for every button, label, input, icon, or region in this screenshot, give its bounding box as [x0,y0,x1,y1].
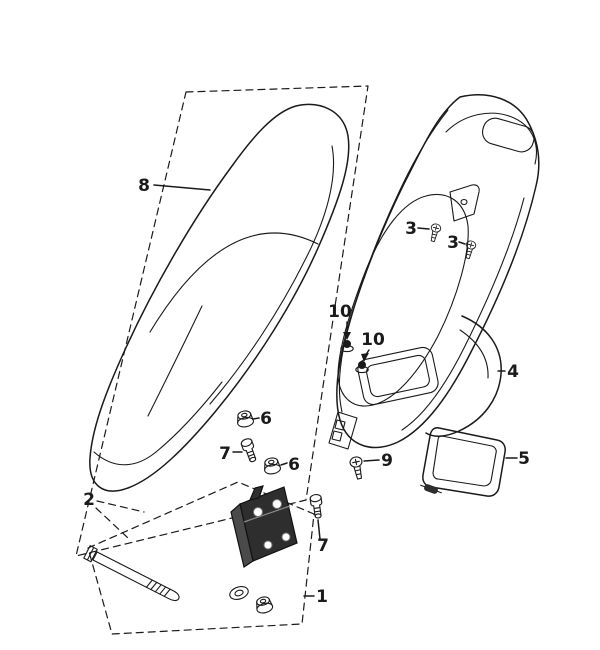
leader-7b [317,519,321,540]
callout-3b: 3 [447,233,459,253]
callout-7b: 7 [317,536,329,556]
bucket-inner-rim-right [401,197,525,431]
callout-6a: 6 [260,409,272,429]
arrow-10a-head [343,332,351,340]
seat [89,103,350,492]
bucket-hinge-tab [328,411,358,450]
seat-outline [89,103,350,492]
rear-cowl-inner-line [459,329,489,379]
callout-labels: 8 3 3 10 10 4 6 7 6 9 5 2 7 1 [83,176,530,607]
bolt-7a [239,436,260,464]
seat-seam-line [149,232,319,333]
leader-6b [280,462,288,466]
fasteners [235,222,478,520]
bucket-inner-rim-left [338,109,449,413]
callout-8: 8 [138,176,150,196]
latch-hole [460,198,468,206]
leader-6a [252,417,260,420]
screw-3a [427,222,443,243]
screw-9 [348,455,366,481]
leader-2b [95,507,129,539]
bolt-7b [309,493,325,520]
seat-center-crease [147,305,203,417]
hinge-tab-hole-2 [331,430,343,442]
seat-piping-line [209,145,335,405]
lid-outline [422,427,506,497]
tool-box-lid [420,427,506,497]
nut-bottom [253,594,275,616]
hinge-group-boundary [87,481,315,635]
bucket-basin [337,194,469,407]
hinge-tab-hole-1 [334,419,346,431]
bucket-handle-cutout [481,117,535,153]
lid-inner-line [432,435,497,487]
nut-6b [262,456,282,476]
hinge-pivot-bolt [83,545,180,602]
screw-3b [462,239,478,260]
nut-6a [235,409,255,429]
callout-2: 2 [83,490,95,510]
seat-skirt-line [93,381,223,466]
bucket-floor-tray [357,346,439,406]
callout-5: 5 [518,449,530,469]
seat-latch-bracket [449,184,480,222]
bucket-outline [336,94,540,449]
callout-3a: 3 [405,219,417,239]
leader-2a [96,500,145,513]
callout-9: 9 [381,451,393,471]
callout-10a: 10 [328,302,352,322]
leader-9 [363,459,380,462]
seat-bucket [328,94,540,450]
callout-10b: 10 [361,330,385,350]
bucket-top-collar [445,112,537,165]
arrow-10b-head [361,353,369,362]
callout-6b: 6 [288,455,300,475]
hinge-assembly [83,485,298,616]
lid-latch-knob [420,484,442,494]
hinge-bracket [230,485,298,568]
callout-7a: 7 [219,444,231,464]
leader-8 [153,184,211,191]
bucket-floor-tray-inner [366,354,430,398]
leader-3a [417,227,430,230]
leader-3b [458,241,466,245]
washer [229,586,249,600]
seat-group-boundary [75,85,369,557]
callout-4: 4 [507,362,519,382]
callout-1: 1 [316,587,328,607]
leader-lines [95,184,518,597]
